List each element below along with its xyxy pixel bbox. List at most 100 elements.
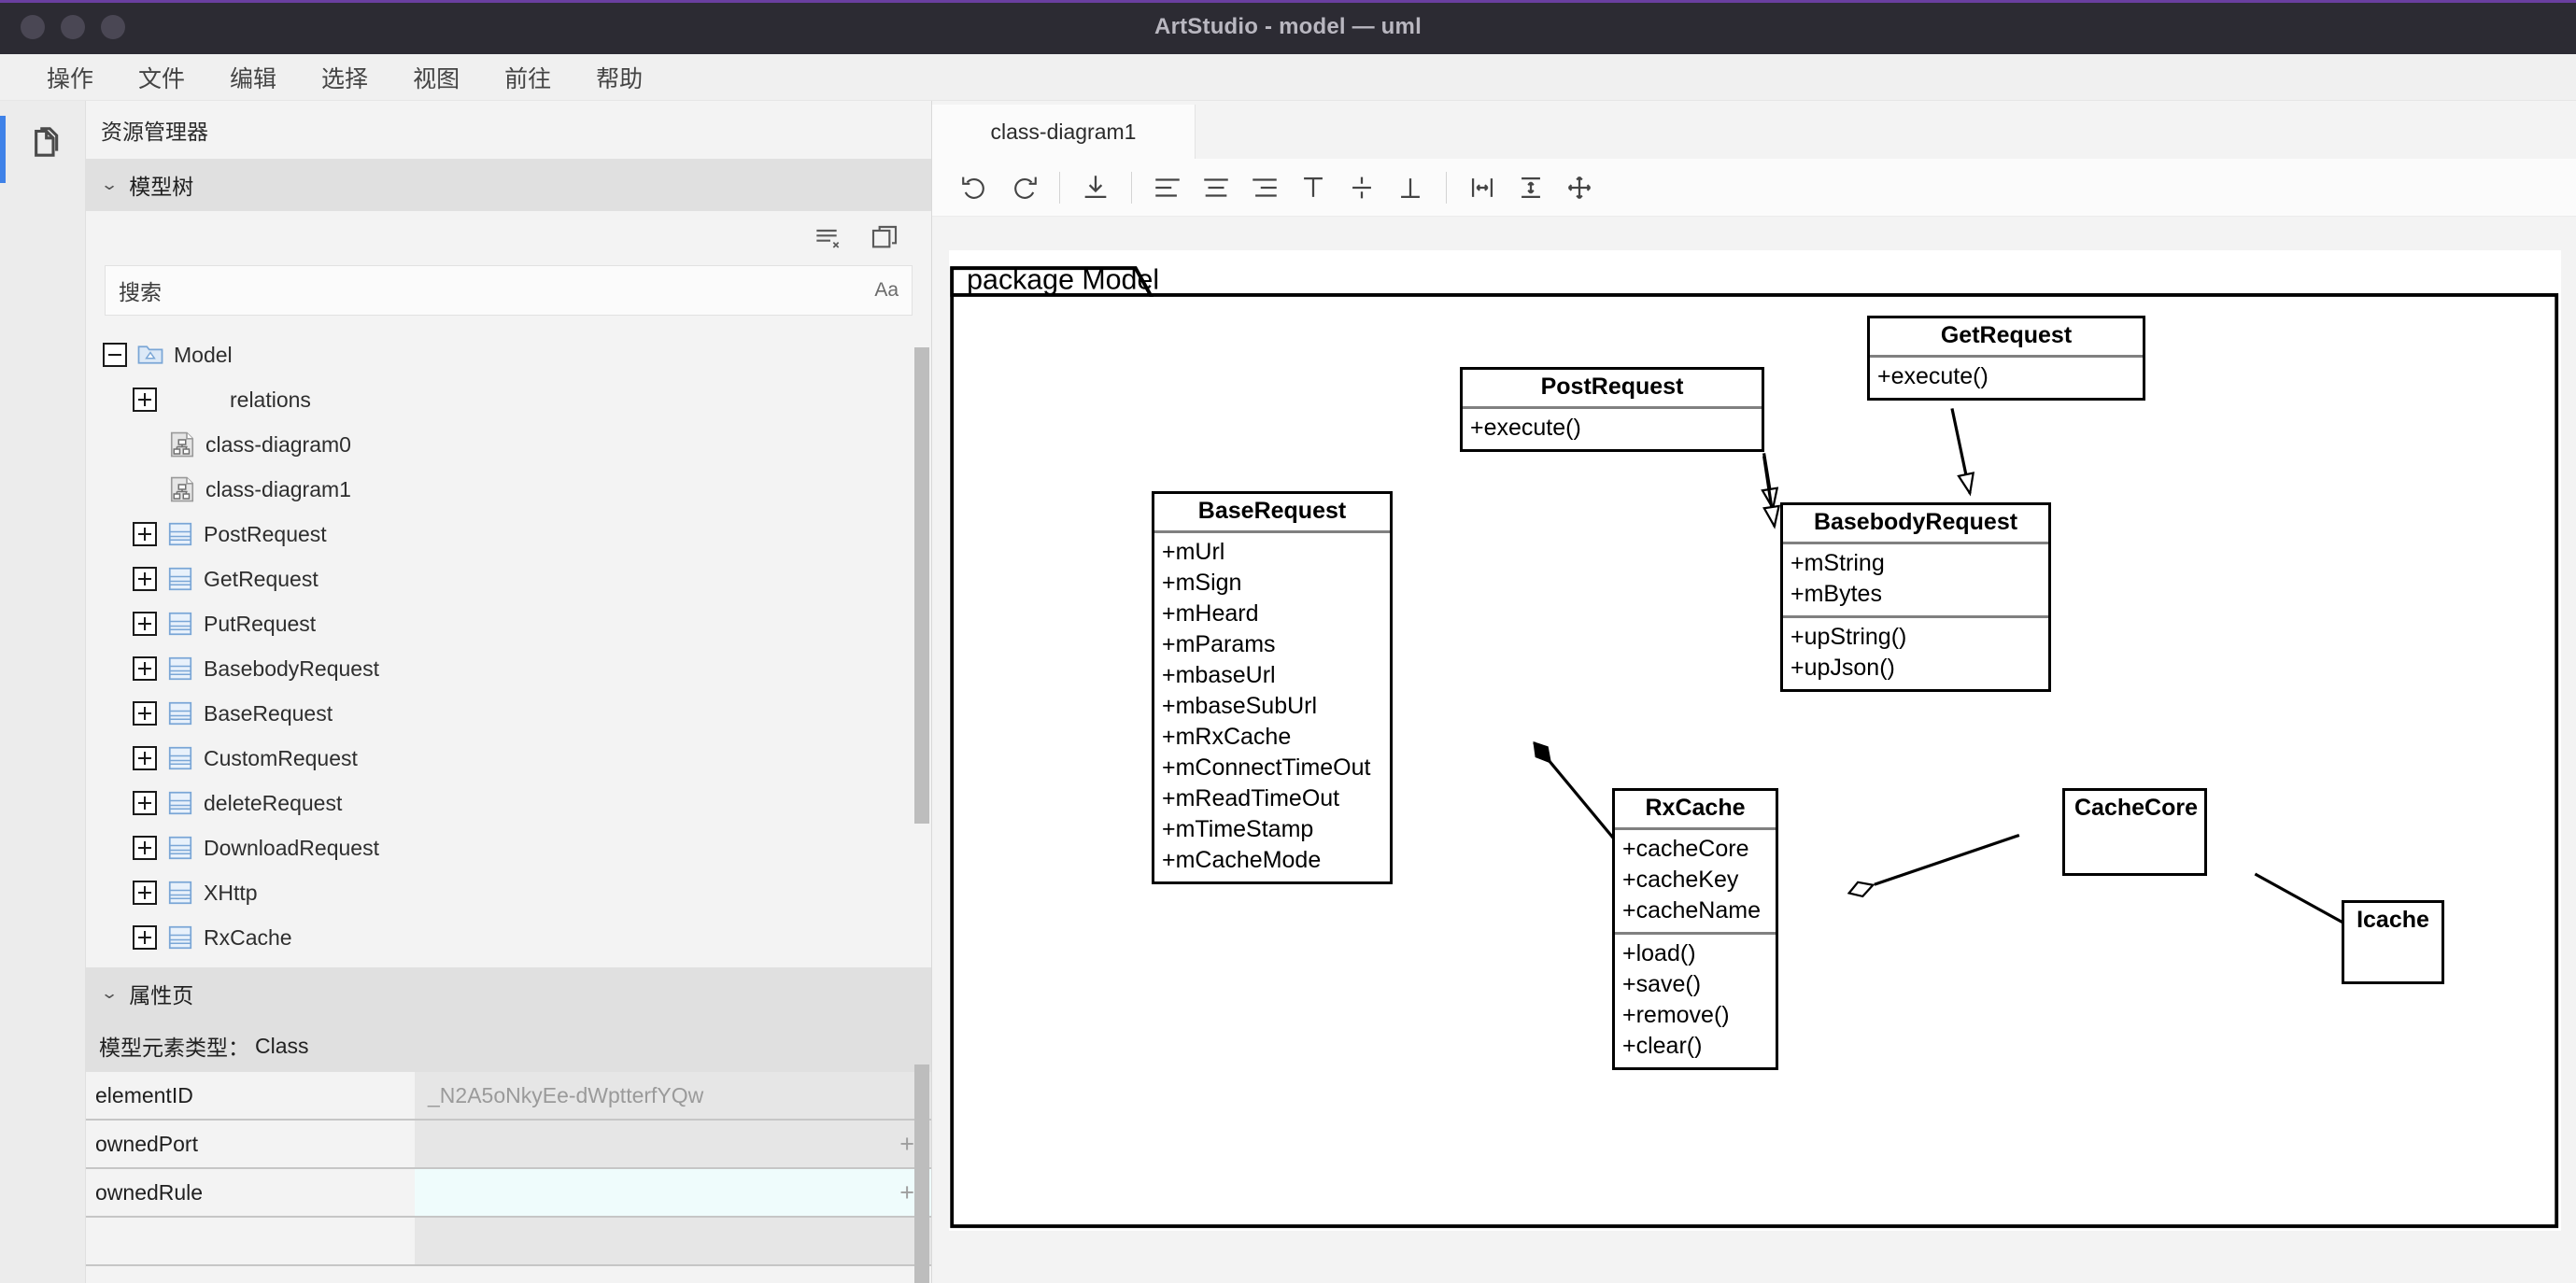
uml-class-cachecore[interactable]: CacheCore xyxy=(2062,788,2207,876)
aggregation-cachecore-rxcache[interactable] xyxy=(1875,833,2020,884)
twisty-expand-icon[interactable] xyxy=(133,567,157,591)
tree-item-postrequest[interactable]: PostRequest xyxy=(86,512,931,557)
tree-item-putrequest[interactable]: PutRequest xyxy=(86,601,931,646)
distribute-vertical-icon xyxy=(1522,176,1540,198)
close-button[interactable] xyxy=(21,15,45,39)
class-icon xyxy=(168,925,192,950)
distribute-horizontal-button[interactable] xyxy=(1458,163,1507,212)
property-value[interactable]: + xyxy=(415,1169,931,1216)
uml-class-icache[interactable]: Icache xyxy=(2342,900,2444,984)
uml-class-baserequest[interactable]: BaseRequest +mUrl +mSign +mHeard +mParam… xyxy=(1152,491,1393,884)
class-name: BasebodyRequest xyxy=(1813,509,2018,535)
generalization-postrequest[interactable] xyxy=(1762,456,1775,527)
maximize-button[interactable] xyxy=(101,15,125,39)
tree-item-deleterequest[interactable]: deleteRequest xyxy=(86,781,931,825)
tree-item-class-diagram1[interactable]: class-diagram1 xyxy=(86,467,931,512)
align-center-icon xyxy=(1204,177,1228,197)
align-bottom-button[interactable] xyxy=(1386,163,1435,212)
property-row-elementid: elementID _N2A5oNkyEe-dWptterfYQw xyxy=(86,1072,931,1121)
align-top-button[interactable] xyxy=(1289,163,1338,212)
search-placeholder: 搜索 xyxy=(119,280,162,304)
twisty-collapse-icon[interactable] xyxy=(103,343,127,367)
twisty-expand-icon[interactable] xyxy=(133,388,157,412)
tab-class-diagram1[interactable]: class-diagram1 xyxy=(932,105,1196,159)
tree-item-basebodyrequest[interactable]: BasebodyRequest xyxy=(86,646,931,691)
minimize-button[interactable] xyxy=(61,15,85,39)
distribute-vertical-button[interactable] xyxy=(1507,163,1555,212)
class-name: RxCache xyxy=(1645,795,1746,821)
tree-item-class-diagram0[interactable]: class-diagram0 xyxy=(86,422,931,467)
operation: +execute() xyxy=(1877,363,1989,389)
property-value[interactable]: + xyxy=(415,1121,931,1167)
twisty-expand-icon[interactable] xyxy=(133,925,157,950)
tree-item-label: PostRequest xyxy=(204,521,327,546)
menu-select[interactable]: 选择 xyxy=(321,65,369,92)
tree-item-cachecore[interactable]: CacheCore xyxy=(86,960,931,967)
tree-item-label: PutRequest xyxy=(204,611,317,636)
twisty-expand-icon[interactable] xyxy=(133,612,157,636)
align-middle-button[interactable] xyxy=(1338,163,1386,212)
align-right-button[interactable] xyxy=(1240,163,1289,212)
uml-class-basebodyrequest[interactable]: BasebodyRequest +mString +mBytes +upStri… xyxy=(1780,502,2051,692)
uml-class-rxcache[interactable]: RxCache +cacheCore +cacheKey +cacheName … xyxy=(1612,788,1778,1070)
tree-item-relations[interactable]: relations xyxy=(86,377,931,422)
tree-item-getrequest[interactable]: GetRequest xyxy=(86,557,931,601)
redo-button[interactable] xyxy=(999,163,1048,212)
class-diagram-icon xyxy=(170,476,194,502)
undo-button[interactable] xyxy=(951,163,999,212)
add-icon[interactable]: + xyxy=(899,1129,914,1158)
model-tree-section-header[interactable]: ⌄ 模型树 xyxy=(86,159,931,211)
menu-file[interactable]: 文件 xyxy=(138,65,186,92)
model-tree-body: 搜索 Aa Model relations xyxy=(86,211,931,967)
move-button[interactable] xyxy=(1555,163,1604,212)
add-icon[interactable]: + xyxy=(899,1177,914,1206)
menu-operations[interactable]: 操作 xyxy=(47,65,94,92)
property-row-ownedrule: ownedRule + xyxy=(86,1169,931,1218)
diagram-canvas[interactable]: package Model xyxy=(949,250,2561,1231)
tree-item-model[interactable]: Model xyxy=(86,332,931,377)
uml-class-getrequest[interactable]: GetRequest +execute() xyxy=(1867,316,2145,401)
attribute: +mTimeStamp xyxy=(1162,816,1314,842)
properties-scrollbar[interactable] xyxy=(914,1064,929,1283)
tree-item-xhttp[interactable]: XHttp xyxy=(86,870,931,915)
twisty-expand-icon[interactable] xyxy=(133,701,157,726)
twisty-expand-icon[interactable] xyxy=(133,746,157,770)
menu-goto[interactable]: 前往 xyxy=(504,65,552,92)
uml-class-postrequest[interactable]: PostRequest +execute() xyxy=(1460,367,1764,452)
save-button[interactable] xyxy=(1071,163,1120,212)
tree-item-rxcache[interactable]: RxCache xyxy=(86,915,931,960)
align-left-button[interactable] xyxy=(1143,163,1192,212)
search-input[interactable]: 搜索 Aa xyxy=(105,265,913,316)
match-case-icon[interactable]: Aa xyxy=(874,279,899,301)
undo-icon xyxy=(962,176,984,199)
generalization-getrequest[interactable] xyxy=(1950,408,1970,493)
editor-tabstrip: class-diagram1 xyxy=(932,101,2576,159)
menu-view[interactable]: 视图 xyxy=(413,65,460,92)
activity-item-explorer[interactable] xyxy=(0,101,86,192)
tree-item-baserequest[interactable]: BaseRequest xyxy=(86,691,931,736)
tree-item-customrequest[interactable]: CustomRequest xyxy=(86,736,931,781)
chevron-down-icon: ⌄ xyxy=(100,984,120,1002)
twisty-expand-icon[interactable] xyxy=(133,881,157,905)
menu-edit[interactable]: 编辑 xyxy=(230,65,277,92)
properties-section-header[interactable]: ⌄ 属性页 xyxy=(86,967,931,1020)
twisty-expand-icon[interactable] xyxy=(133,522,157,546)
property-value[interactable]: _N2A5oNkyEe-dWptterfYQw xyxy=(415,1072,931,1119)
tree-item-downloadrequest[interactable]: DownloadRequest xyxy=(86,825,931,870)
twisty-expand-icon[interactable] xyxy=(133,836,157,860)
property-key: ownedRule xyxy=(86,1169,415,1216)
attribute: +mParams xyxy=(1162,631,1276,657)
package-label: package Model xyxy=(967,265,1159,296)
menu-help[interactable]: 帮助 xyxy=(596,65,644,92)
properties-title: 属性页 xyxy=(129,983,194,1008)
property-value[interactable] xyxy=(415,1218,931,1264)
attribute: +mbaseUrl xyxy=(1162,662,1276,688)
new-window-icon[interactable] xyxy=(870,223,899,253)
composition-baserequest-rxcache[interactable] xyxy=(1533,742,1617,841)
window-controls[interactable] xyxy=(21,15,125,39)
twisty-expand-icon[interactable] xyxy=(133,791,157,815)
twisty-expand-icon[interactable] xyxy=(133,656,157,681)
collapse-all-icon[interactable] xyxy=(812,223,842,253)
align-center-button[interactable] xyxy=(1192,163,1240,212)
model-tree-scrollbar[interactable] xyxy=(914,347,929,824)
